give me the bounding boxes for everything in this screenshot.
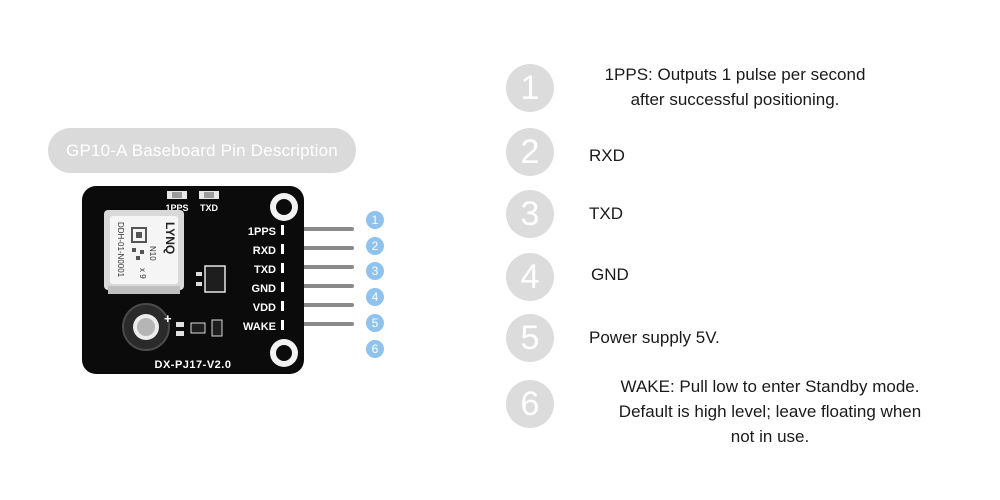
module-brand: LYNQ — [163, 222, 177, 254]
backup-battery — [122, 303, 170, 351]
led-1pps — [167, 191, 187, 199]
callout-2: 2 — [366, 237, 384, 255]
module-part-number: DDH-01-N0001 — [116, 222, 125, 278]
svg-text:5: 5 — [372, 316, 379, 330]
pcb-pin-label-vdd: VDD — [253, 302, 276, 314]
ic-chip — [204, 265, 226, 293]
pin-1-desc-line: 1PPS: Outputs 1 pulse per second — [604, 65, 866, 84]
pcb-pin-label-txd: TXD — [254, 264, 276, 276]
battery-plus-sign: + — [164, 311, 172, 326]
pin-number-circle: 1 — [506, 64, 554, 112]
pin-number-circle: 4 — [506, 253, 554, 301]
pin-2-desc-line: RXD — [589, 146, 625, 165]
led-txd — [199, 191, 219, 199]
board-diagram: 1PPS TXD LYNQ N10 x 9 DDH-01-N0001 + 1PP… — [82, 186, 384, 374]
module-line2: x 9 — [138, 268, 147, 279]
top-label-txd: TXD — [200, 203, 219, 213]
svg-text:4: 4 — [372, 290, 379, 304]
pin-number-circle: 6 — [506, 380, 554, 428]
svg-text:1: 1 — [372, 213, 379, 227]
pin-6-desc-line: not in use. — [730, 427, 810, 446]
callout-1: 1 — [366, 211, 384, 229]
svg-text:6: 6 — [372, 342, 379, 356]
pin-1-desc-line: after successful positioning. — [630, 90, 840, 109]
callout-5: 5 — [366, 314, 384, 332]
pin-number-circle: 2 — [506, 128, 554, 176]
pin-number-circle: 5 — [506, 314, 554, 362]
mounting-hole — [270, 339, 298, 367]
pin-4-desc-line: GND — [591, 265, 629, 284]
board-version-label: DX-PJ17-V2.0 — [155, 359, 232, 371]
qr-code — [131, 227, 147, 260]
top-label-1pps: 1PPS — [165, 203, 188, 213]
pcb-pin-label-wake: WAKE — [243, 321, 276, 333]
board-title-pill: GP10-A Baseboard Pin Description — [48, 128, 356, 173]
pcb-pin-label-1pps: 1PPS — [248, 226, 276, 238]
pcb-pin-label-rxd: RXD — [253, 245, 276, 257]
pin-6-desc-line: Default is high level; leave floating wh… — [618, 402, 922, 421]
module-line1: N10 — [148, 246, 157, 261]
mounting-hole — [270, 193, 298, 221]
callout-4: 4 — [366, 288, 384, 306]
svg-text:2: 2 — [372, 239, 379, 253]
pin-number-circle: 3 — [506, 190, 554, 238]
svg-text:3: 3 — [372, 264, 379, 278]
callout-6: 6 — [366, 340, 384, 358]
pin-5-desc-line: Power supply 5V. — [589, 328, 720, 347]
pin-6-desc-line: WAKE: Pull low to enter Standby mode. — [620, 377, 920, 396]
pcb-pin-label-gnd: GND — [252, 283, 277, 295]
callout-3: 3 — [366, 262, 384, 280]
pin-3-desc-line: TXD — [589, 204, 623, 223]
